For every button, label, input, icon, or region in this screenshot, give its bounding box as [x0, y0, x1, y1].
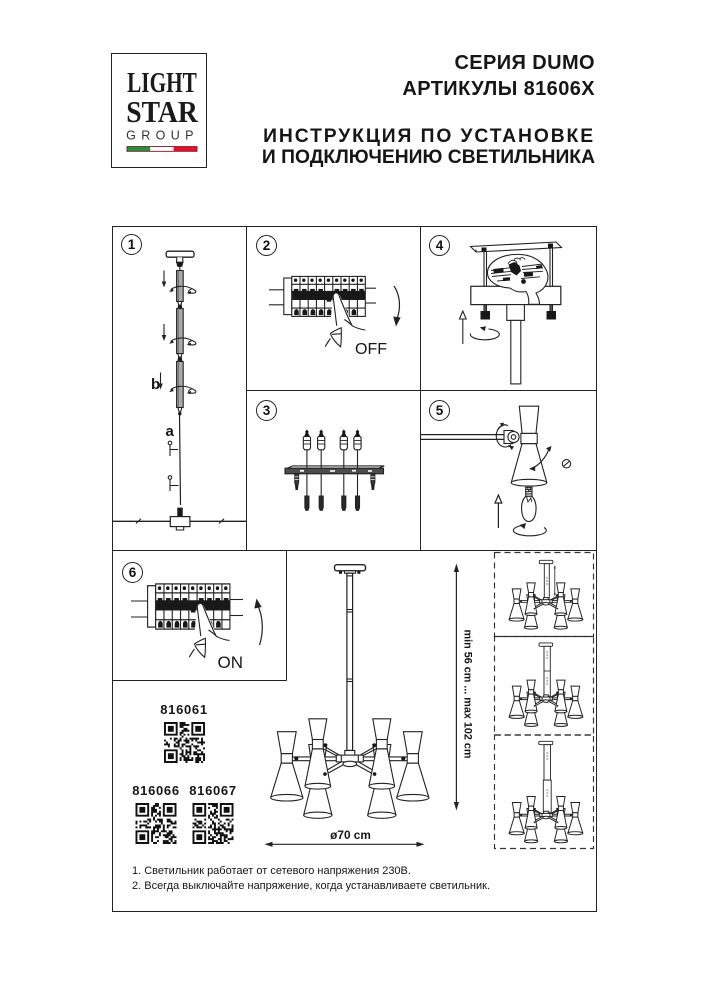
svg-text:min 56 cm ... max 102 cm: min 56 cm ... max 102 cm — [461, 630, 473, 759]
svg-text:STAR: STAR — [126, 95, 198, 129]
svg-text:GROUP: GROUP — [126, 128, 199, 142]
svg-text:816067: 816067 — [189, 783, 237, 798]
svg-text:LIGHT: LIGHT — [127, 69, 197, 99]
svg-text:a: a — [166, 423, 175, 440]
svg-text:ON: ON — [218, 653, 244, 672]
svg-text:ø70 cm: ø70 cm — [330, 828, 371, 842]
svg-text:816066: 816066 — [132, 783, 180, 798]
svg-text:OFF: OFF — [355, 341, 387, 358]
svg-text:b: b — [151, 376, 160, 393]
svg-text:816061: 816061 — [160, 702, 208, 717]
